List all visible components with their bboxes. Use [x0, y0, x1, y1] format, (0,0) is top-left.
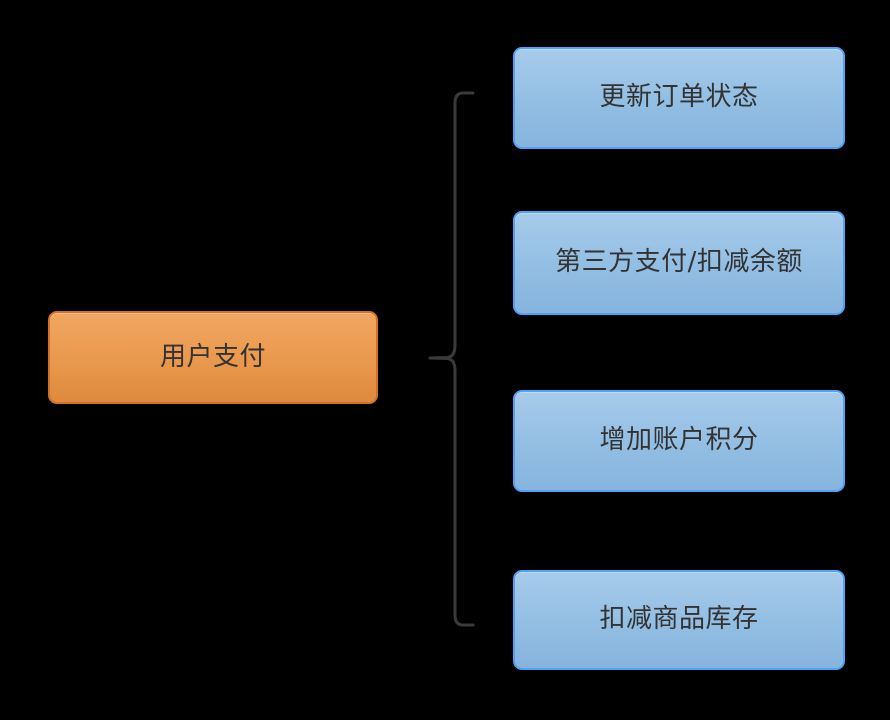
brace-path [428, 91, 475, 627]
node-source-label: 用户支付 [159, 341, 266, 372]
node-target-update-order-status[interactable]: 更新订单状态 [513, 47, 845, 149]
node-target-add-account-points[interactable]: 增加账户积分 [513, 390, 845, 492]
node-target-third-party-payment-deduct-balance[interactable]: 第三方支付/扣减余额 [513, 211, 845, 315]
node-target-label: 增加账户积分 [599, 425, 759, 456]
node-source-user-payment[interactable]: 用户支付 [48, 311, 378, 404]
node-target-label: 扣减商品库存 [599, 604, 759, 635]
node-target-deduct-product-inventory[interactable]: 扣减商品库存 [513, 570, 845, 670]
node-target-label: 第三方支付/扣减余额 [555, 247, 803, 278]
node-target-label: 更新订单状态 [599, 82, 759, 113]
